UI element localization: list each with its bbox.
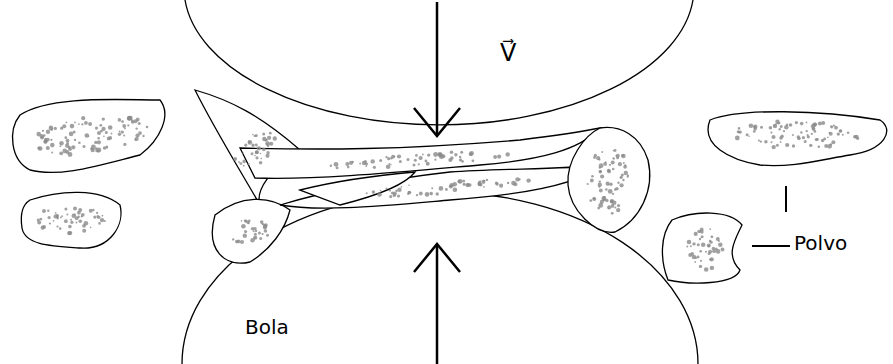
powder-particle — [21, 192, 121, 248]
powder-flake — [195, 90, 300, 205]
powder-particle — [13, 99, 165, 172]
leader-line — [785, 186, 787, 212]
velocity-arrow — [436, 246, 439, 364]
powder-flake — [212, 199, 290, 263]
powder-particle — [568, 127, 650, 232]
arrow-head — [414, 108, 460, 136]
powder-texture — [36, 116, 859, 272]
arrow-head — [414, 244, 460, 272]
part-label: Bola — [245, 316, 289, 338]
powder-particle — [708, 112, 887, 166]
velocity-arrow — [436, 2, 439, 135]
leader-line — [752, 245, 790, 247]
powder-flake — [280, 165, 600, 208]
top-ball — [185, 0, 693, 125]
velocity-label: V⃗ — [500, 40, 516, 66]
part-label: Polvo — [794, 232, 847, 254]
powder-flake — [300, 172, 415, 205]
powder-particle — [662, 213, 742, 283]
